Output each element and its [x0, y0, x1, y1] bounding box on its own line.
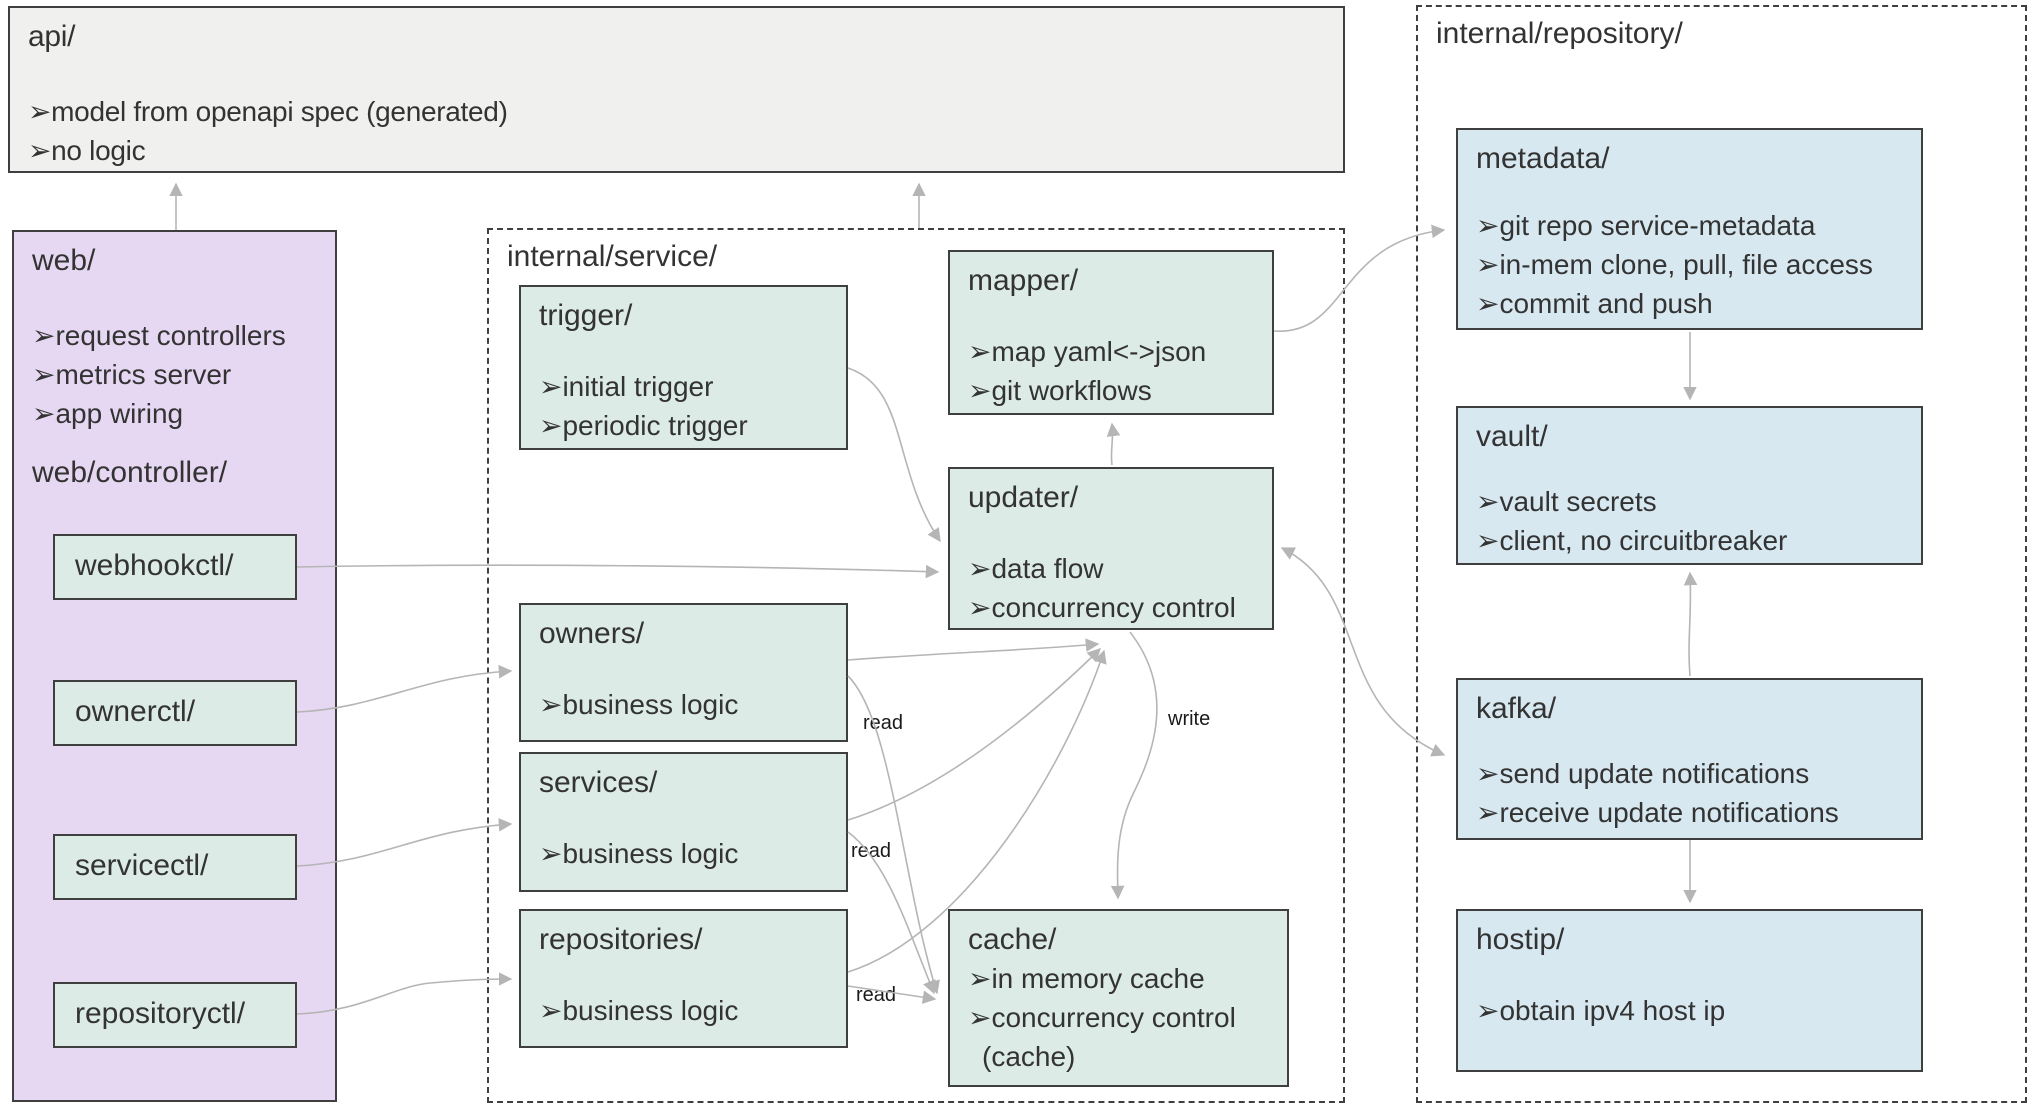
cache-bullet: (cache) — [982, 1041, 1076, 1072]
web-bullets: ➢request controllers ➢metrics server ➢ap… — [32, 316, 286, 433]
cache-box: cache/ ➢in memory cache ➢concurrency con… — [948, 909, 1289, 1087]
trigger-bullet: ➢initial trigger — [539, 371, 714, 402]
api-box: api/ ➢model from openapi spec (generated… — [8, 6, 1345, 173]
owners-box: owners/ ➢business logic — [519, 603, 848, 742]
read-label: read — [863, 712, 904, 734]
web-bullet: ➢request controllers — [32, 320, 286, 351]
hostip-box: hostip/ ➢obtain ipv4 host ip — [1456, 909, 1923, 1072]
repositories-box: repositories/ ➢business logic — [519, 909, 848, 1048]
ownerctl-box: ownerctl/ — [53, 680, 297, 746]
repositoryctl-box: repositoryctl/ — [53, 982, 297, 1048]
updater-bullet: ➢data flow — [968, 553, 1104, 584]
owners-title: owners/ — [539, 617, 645, 650]
mapper-box: mapper/ ➢map yaml<->json ➢git workflows — [948, 250, 1274, 415]
mapper-title: mapper/ — [968, 264, 1079, 297]
metadata-title: metadata/ — [1476, 142, 1610, 175]
mapper-bullet: ➢git workflows — [968, 375, 1152, 406]
updater-box: updater/ ➢data flow ➢concurrency control — [948, 467, 1274, 630]
api-bullet: ➢model from openapi spec (generated) — [28, 96, 508, 127]
metadata-bullet: ➢commit and push — [1476, 288, 1713, 319]
vault-title: vault/ — [1476, 420, 1548, 453]
kafka-bullet: ➢receive update notifications — [1476, 797, 1839, 828]
webhookctl-box: webhookctl/ — [53, 534, 297, 600]
web-box: web/ ➢request controllers ➢metrics serve… — [12, 230, 337, 1102]
web-title: web/ — [32, 244, 96, 277]
api-title: api/ — [28, 20, 76, 53]
api-bullet: ➢no logic — [28, 135, 146, 166]
repositories-bullet: ➢business logic — [539, 995, 739, 1026]
vault-bullet: ➢client, no circuitbreaker — [1476, 525, 1788, 556]
services-title: services/ — [539, 766, 658, 799]
cache-bullet: ➢concurrency control — [968, 1002, 1236, 1033]
kafka-bullet: ➢send update notifications — [1476, 758, 1810, 789]
web-bullet: ➢metrics server — [32, 359, 232, 390]
read-label: read — [851, 840, 892, 862]
servicectl-box: servicectl/ — [53, 834, 297, 900]
metadata-bullet: ➢in-mem clone, pull, file access — [1476, 249, 1873, 280]
updater-bullet: ➢concurrency control — [968, 592, 1236, 623]
trigger-bullet: ➢periodic trigger — [539, 410, 748, 441]
write-label: write — [1168, 708, 1211, 730]
metadata-box: metadata/ ➢git repo service-metadata ➢in… — [1456, 128, 1923, 330]
trigger-title: trigger/ — [539, 299, 633, 332]
repositories-title: repositories/ — [539, 923, 703, 956]
hostip-bullet: ➢obtain ipv4 host ip — [1476, 995, 1726, 1026]
vault-bullet: ➢vault secrets — [1476, 486, 1657, 517]
cache-bullet: ➢in memory cache — [968, 963, 1205, 994]
metadata-bullet: ➢git repo service-metadata — [1476, 210, 1816, 241]
hostip-title: hostip/ — [1476, 923, 1565, 956]
services-bullet: ➢business logic — [539, 838, 739, 869]
internal-service-title: internal/service/ — [507, 240, 718, 273]
kafka-title: kafka/ — [1476, 692, 1557, 725]
kafka-box: kafka/ ➢send update notifications ➢recei… — [1456, 678, 1923, 840]
owners-bullet: ➢business logic — [539, 689, 739, 720]
cache-title: cache/ — [968, 923, 1057, 956]
updater-title: updater/ — [968, 481, 1079, 514]
trigger-box: trigger/ ➢initial trigger ➢periodic trig… — [519, 285, 848, 450]
read-label: read — [856, 984, 897, 1006]
web-controller-heading: web/controller/ — [32, 456, 228, 489]
vault-box: vault/ ➢vault secrets ➢client, no circui… — [1456, 406, 1923, 565]
services-box: services/ ➢business logic — [519, 752, 848, 892]
mapper-bullet: ➢map yaml<->json — [968, 336, 1207, 367]
internal-repository-title: internal/repository/ — [1436, 17, 1683, 50]
web-bullet: ➢app wiring — [32, 398, 184, 429]
